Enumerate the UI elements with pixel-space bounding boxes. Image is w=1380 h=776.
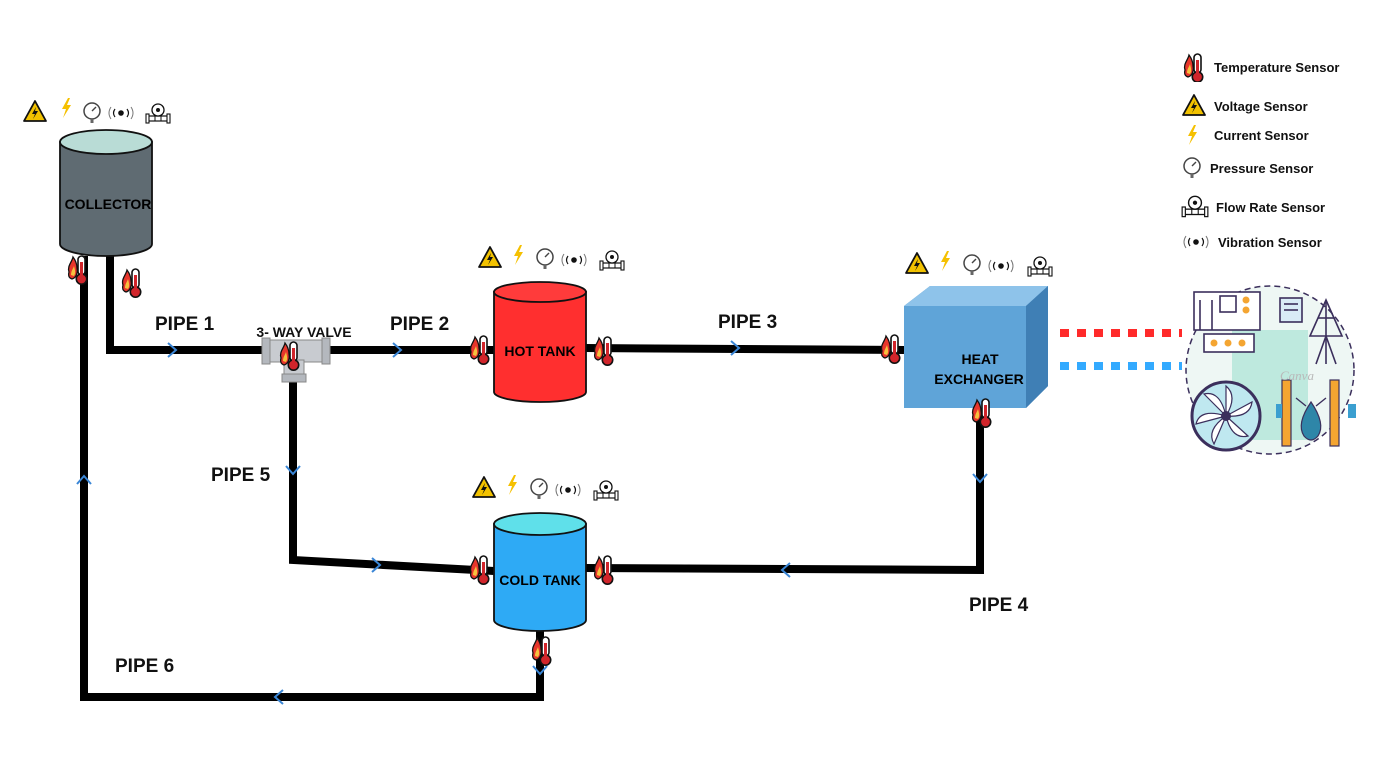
- temperature-sensor-icon: [593, 555, 614, 586]
- voltage-sensor-icon: [478, 246, 502, 268]
- cold-tank: COLD TANK: [493, 512, 587, 632]
- vibration-sensor-icon: [108, 106, 134, 120]
- legend-label: Current Sensor: [1214, 127, 1309, 143]
- pipe-5-label: PIPE 5: [211, 465, 271, 486]
- pipe-labels: PIPE 1 PIPE 2 PIPE 3 PIPE 4 PIPE 5 PIPE …: [115, 312, 1029, 677]
- collector-label: COLLECTOR: [65, 196, 152, 212]
- pipe-4-label: PIPE 4: [969, 595, 1029, 616]
- current-sensor-icon: [1188, 125, 1197, 145]
- watermark-text: Canva: [1280, 368, 1314, 383]
- pressure-sensor-icon: [963, 254, 981, 276]
- pipe-6: [80, 256, 544, 701]
- cold-tank-sensor-cluster: [472, 475, 619, 501]
- temperature-sensor-icon: [469, 555, 490, 586]
- cold-tank-label: COLD TANK: [499, 572, 580, 588]
- voltage-sensor-icon: [472, 476, 496, 498]
- heat-exchanger: HEAT EXCHANGER: [904, 286, 1048, 408]
- voltage-sensor-icon: [23, 100, 47, 122]
- flow-rate-sensor-icon: [1181, 195, 1209, 218]
- heat-exchanger-sensor-cluster: [905, 251, 1053, 277]
- voltage-sensor-icon: [1182, 94, 1206, 116]
- current-sensor-icon: [62, 98, 71, 118]
- legend-item-current: Current Sensor: [1180, 123, 1309, 147]
- external-load-lines: [1060, 329, 1182, 370]
- hot-tank-sensor-cluster: [478, 245, 625, 271]
- legend-item-voltage: Voltage Sensor: [1180, 94, 1308, 118]
- legend-label: Flow Rate Sensor: [1216, 199, 1326, 215]
- fan-illustration: [1190, 380, 1262, 452]
- collector: COLLECTOR: [59, 129, 153, 257]
- legend-label: Pressure Sensor: [1210, 160, 1314, 176]
- temperature-sensor-icon: [279, 341, 300, 372]
- current-sensor-icon: [514, 245, 523, 265]
- temperature-sensor-icon: [121, 268, 142, 299]
- vibration-sensor-icon: [555, 483, 581, 497]
- temperature-sensor-icon: [67, 255, 88, 286]
- pressure-sensor-icon: [530, 478, 548, 500]
- vibration-sensor-icon: [1183, 235, 1209, 249]
- pipe-3-label: PIPE 3: [718, 312, 777, 333]
- pressure-sensor-icon: [1183, 157, 1201, 179]
- legend-label: Vibration Sensor: [1218, 234, 1322, 250]
- legend-item-temperature: Temperature Sensor: [1180, 52, 1339, 82]
- current-sensor-icon: [941, 251, 950, 271]
- pipe-4: [584, 400, 984, 575]
- coolant-illustration: [1276, 379, 1356, 447]
- pressure-sensor-icon: [536, 248, 554, 270]
- legend-label: Voltage Sensor: [1214, 98, 1308, 114]
- vibration-sensor-icon: [561, 253, 587, 267]
- temperature-sensor-icon: [531, 636, 552, 667]
- voltage-sensor-icon: [905, 252, 929, 274]
- legend-item-vibration: Vibration Sensor: [1180, 230, 1322, 254]
- hot-tank: HOT TANK: [493, 281, 587, 403]
- flow-rate-sensor-icon: [593, 480, 619, 501]
- legend-item-flow-rate: Flow Rate Sensor: [1180, 195, 1325, 219]
- temperature-sensor-icon: [469, 335, 490, 366]
- pipe-3: [584, 344, 905, 354]
- flow-rate-sensor-icon: [145, 103, 171, 124]
- flow-rate-sensor-icon: [599, 250, 625, 271]
- temperature-sensor-icon: [880, 334, 901, 365]
- temperature-sensor-icon: [1183, 53, 1204, 82]
- legend-label: Temperature Sensor: [1214, 59, 1340, 75]
- pipe-2-label: PIPE 2: [390, 314, 449, 335]
- pipe-1: [106, 256, 270, 354]
- vibration-sensor-icon: [988, 259, 1014, 273]
- hot-tank-label: HOT TANK: [504, 343, 575, 359]
- valve-label: 3- WAY VALVE: [256, 324, 351, 340]
- temperature-sensor-icon: [593, 336, 614, 367]
- heat-exchanger-label-line1: HEAT: [961, 351, 999, 367]
- pipe-6-label: PIPE 6: [115, 656, 174, 677]
- collector-sensor-cluster: [23, 98, 171, 124]
- plant-illustration: Canva: [1185, 285, 1356, 455]
- pressure-sensor-icon: [83, 102, 101, 124]
- legend-item-pressure: Pressure Sensor: [1180, 156, 1313, 180]
- pipe-1-label: PIPE 1: [155, 314, 215, 335]
- flow-rate-sensor-icon: [1027, 256, 1053, 277]
- heat-exchanger-label-line2: EXCHANGER: [934, 371, 1023, 387]
- current-sensor-icon: [508, 475, 517, 495]
- temperature-sensor-icon: [971, 398, 992, 429]
- pipe-5: [289, 380, 495, 575]
